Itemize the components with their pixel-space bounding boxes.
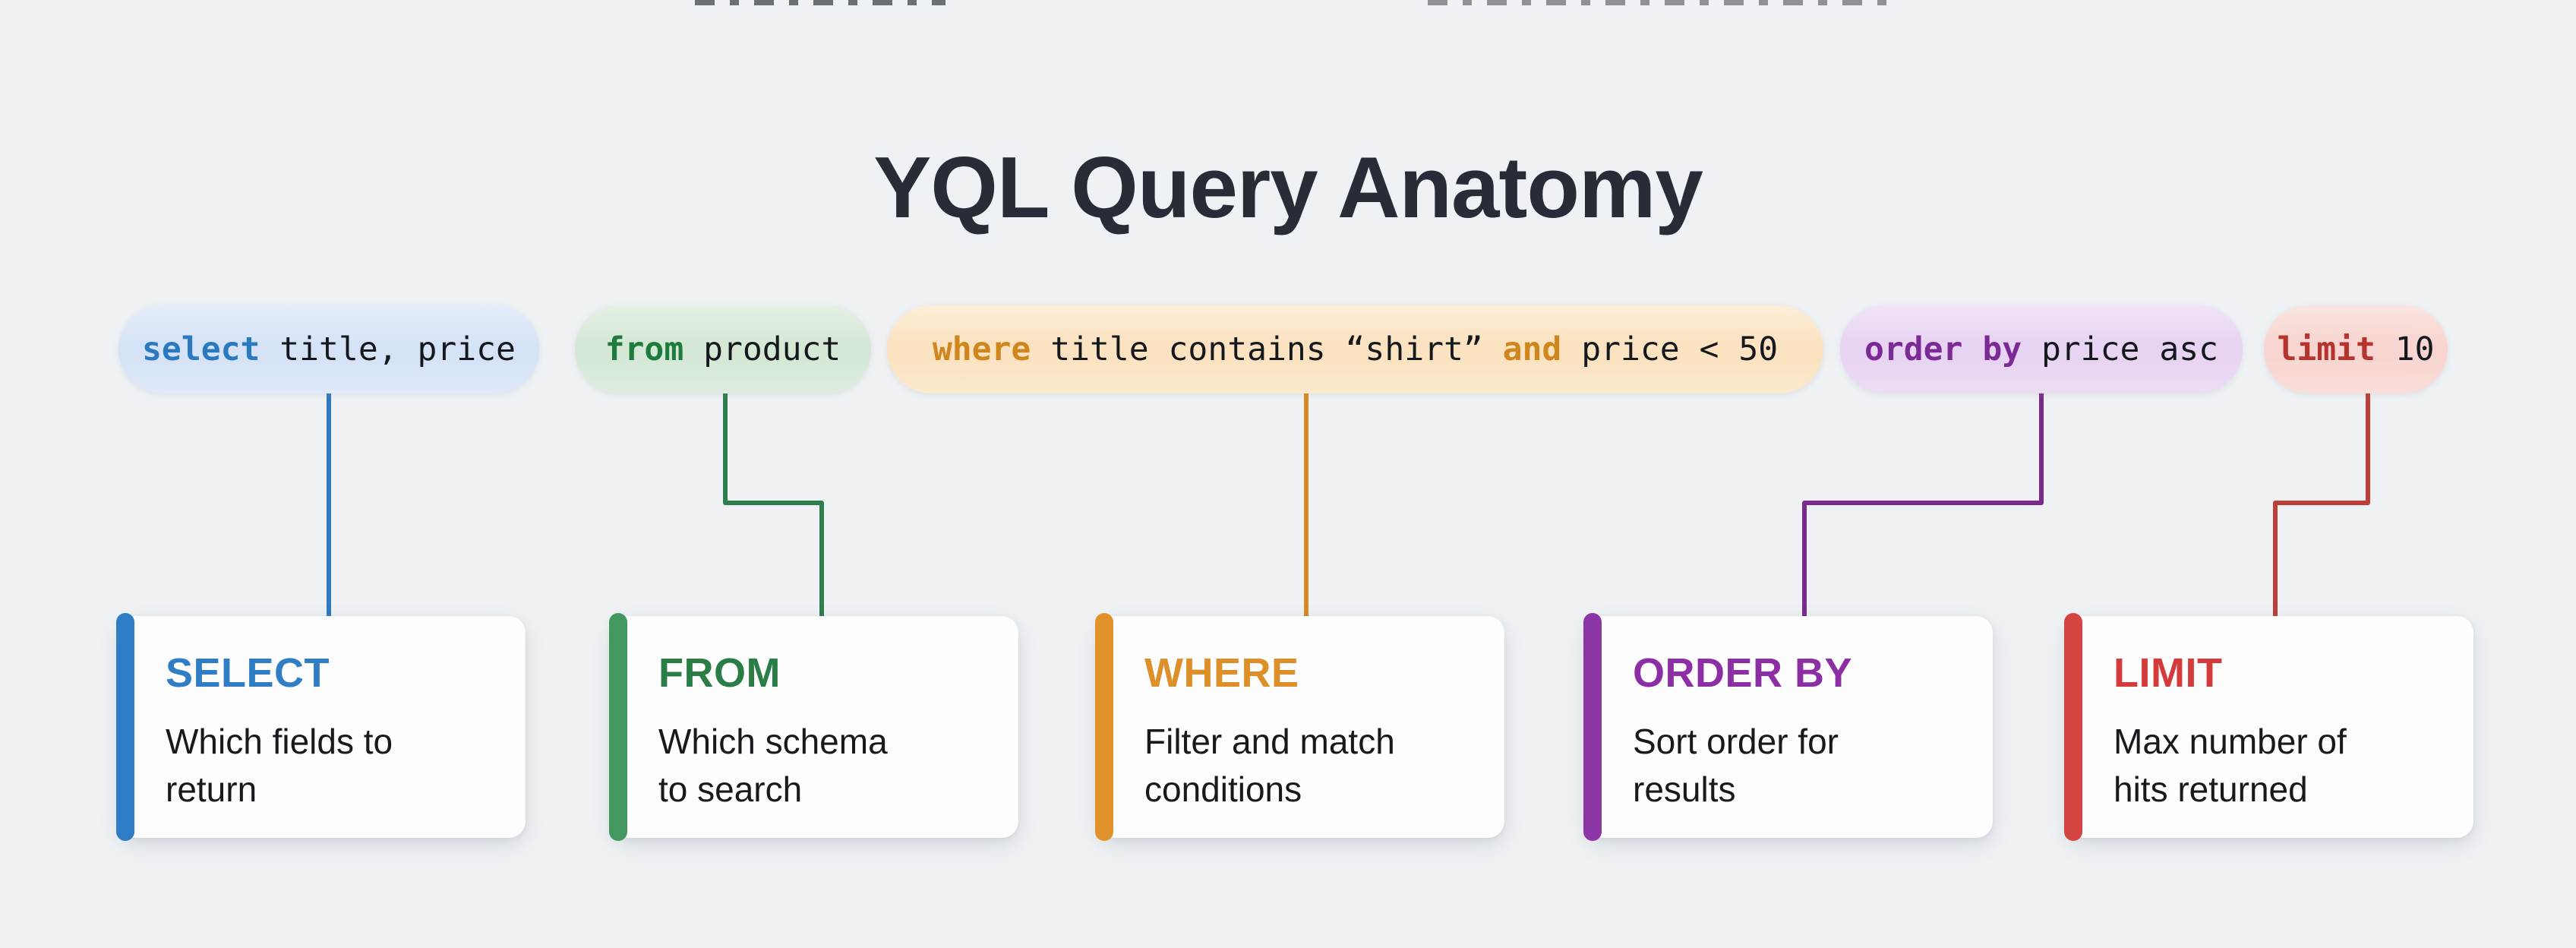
diagram-title: YQL Query Anatomy	[873, 140, 1703, 237]
card-order-by: ORDER BY Sort order for results	[1583, 613, 1993, 841]
card-description-line: conditions	[1144, 769, 1302, 809]
card-description-line: hits returned	[2114, 769, 2308, 809]
code-text: product	[683, 330, 841, 368]
card-where: WHERE Filter and match conditions	[1095, 613, 1504, 841]
card-description: Which schema to search	[658, 718, 997, 814]
card-description-line: Sort order for	[1633, 722, 1839, 761]
card-accent-bar	[609, 613, 627, 841]
crop-artifact-right	[1428, 0, 1895, 5]
crop-artifact-left	[695, 0, 945, 5]
code-text: price < 50	[1561, 330, 1779, 368]
card-description-line: Filter and match	[1144, 722, 1395, 761]
query-pill-select: select title, price	[118, 305, 539, 393]
card-description-line: Max number of	[2114, 722, 2347, 761]
card-title: LIMIT	[2114, 650, 2223, 696]
connector-from-line	[723, 393, 824, 617]
card-title: ORDER BY	[1633, 650, 1853, 696]
card-description: Sort order for results	[1633, 718, 1971, 814]
query-pill-limit: limit 10	[2264, 305, 2448, 393]
card-accent-bar	[1095, 613, 1113, 841]
code-keyword: and	[1502, 330, 1562, 368]
card-description-line: to search	[658, 769, 803, 809]
query-pill-where: where title contains “shirt” and price <…	[887, 305, 1823, 393]
card-title: WHERE	[1144, 650, 1299, 696]
code-text: title contains “shirt”	[1031, 330, 1503, 368]
connector-limit-line	[2273, 393, 2370, 617]
query-pill-from: from product	[575, 305, 871, 393]
code-keyword: select	[142, 330, 260, 368]
card-description-line: results	[1633, 769, 1736, 809]
card-description: Filter and match conditions	[1144, 718, 1483, 814]
code-text: price asc	[2022, 330, 2218, 368]
code-text: title, price	[260, 330, 516, 368]
card-description-line: Which schema	[658, 722, 888, 761]
card-description-line: Which fields to	[166, 722, 393, 761]
code-text: 10	[2375, 330, 2435, 368]
code-keyword: limit	[2277, 330, 2376, 368]
card-select: SELECT Which fields to return	[116, 613, 526, 841]
card-description: Which fields to return	[166, 718, 504, 814]
card-accent-bar	[116, 613, 134, 841]
card-description-line: return	[166, 769, 257, 809]
connector-order-by-line	[1802, 393, 2044, 617]
code-keyword: order by	[1864, 330, 2022, 368]
query-pill-order-by: order by price asc	[1840, 305, 2243, 393]
card-description: Max number of hits returned	[2114, 718, 2452, 814]
card-accent-bar	[1583, 613, 1602, 841]
code-keyword: from	[605, 330, 684, 368]
card-title: SELECT	[166, 650, 330, 696]
code-keyword: where	[932, 330, 1031, 368]
card-title: FROM	[658, 650, 781, 696]
card-from: FROM Which schema to search	[609, 613, 1018, 841]
card-accent-bar	[2064, 613, 2082, 841]
card-limit: LIMIT Max number of hits returned	[2064, 613, 2473, 841]
